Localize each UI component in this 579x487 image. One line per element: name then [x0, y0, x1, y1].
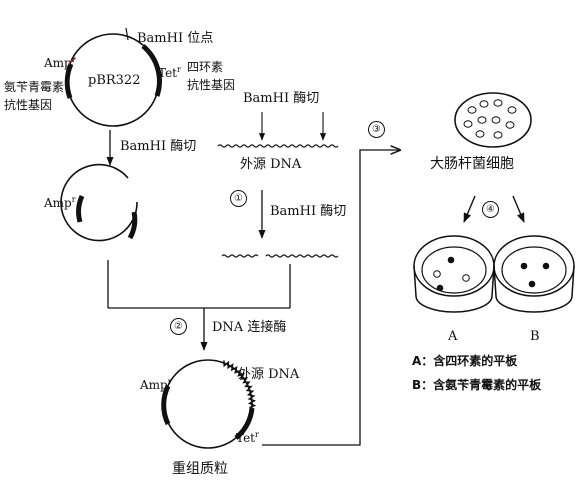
label-foreign-dna-1: 外源 DNA [240, 157, 302, 172]
step-marker-2: ② [170, 318, 187, 335]
legend-plate-a: A：含四环素的平板 [412, 354, 518, 368]
label-amp-top: Ampr [44, 55, 76, 70]
cut-tet-segment [127, 211, 138, 240]
foreign-dna-strand [217, 112, 339, 148]
amp-gene-segment [64, 63, 74, 99]
label-ampicillin: 氨苄青霉素 [4, 80, 65, 94]
bamhi-site-mark [125, 27, 129, 41]
label-bamhi-cut-1: BamHI 酶切 [120, 139, 197, 154]
label-bamhi-cut-3: BamHI 酶切 [270, 204, 347, 219]
step-marker-4: ④ [482, 201, 499, 218]
ecoli-cell-group [454, 92, 532, 148]
label-plate-b: B [530, 329, 540, 344]
arrow-to-plate-b [512, 195, 525, 223]
label-tetracycline: 四环素 [187, 60, 224, 74]
step-marker-1: ① [230, 190, 247, 207]
label-foreign-dna-2: 外源 DNA [238, 367, 300, 382]
step-marker-3: ③ [368, 121, 385, 138]
arrow-to-plate-a [463, 195, 476, 223]
arrow-step-3 [262, 150, 400, 446]
plasmid-pbr322 [64, 27, 162, 127]
label-recombinant-plasmid: 重组质粒 [172, 461, 228, 477]
foreign-dna-fragments [221, 254, 339, 258]
label-resistance-gene-2: 抗性基因 [187, 78, 236, 92]
tet-gene-segment [141, 44, 162, 97]
label-amp-mid: Ampr [44, 195, 76, 210]
label-amp-bottom: Ampr [140, 377, 172, 392]
plate-a [413, 235, 495, 313]
plasmid-cut [60, 163, 138, 242]
cut-amp-segment [76, 194, 85, 223]
plate-b [493, 235, 575, 313]
label-tet-bottom: Tetr [236, 430, 259, 445]
plasmid-recombinant [161, 359, 257, 449]
label-dna-ligase: DNA 连接酶 [212, 320, 287, 335]
recomb-amp-segment [161, 384, 171, 426]
red-tick-mark [68, 57, 76, 65]
label-tet-top: Tetr [158, 65, 181, 80]
ligation-connectors [107, 260, 291, 351]
recomb-tet-segment [234, 407, 255, 440]
label-pbr322: pBR322 [88, 73, 141, 88]
label-ecoli-cells: 大肠杆菌细胞 [430, 156, 514, 172]
label-resistance-gene-1: 抗性基因 [4, 98, 53, 112]
label-plate-a: A [448, 329, 458, 344]
label-bamhi-cut-2: BamHI 酶切 [243, 91, 320, 106]
legend-plate-b: B：含氨苄青霉素的平板 [412, 378, 542, 392]
inserted-dna-segment [223, 360, 257, 409]
label-bamhi-site: BamHI 位点 [137, 31, 214, 46]
